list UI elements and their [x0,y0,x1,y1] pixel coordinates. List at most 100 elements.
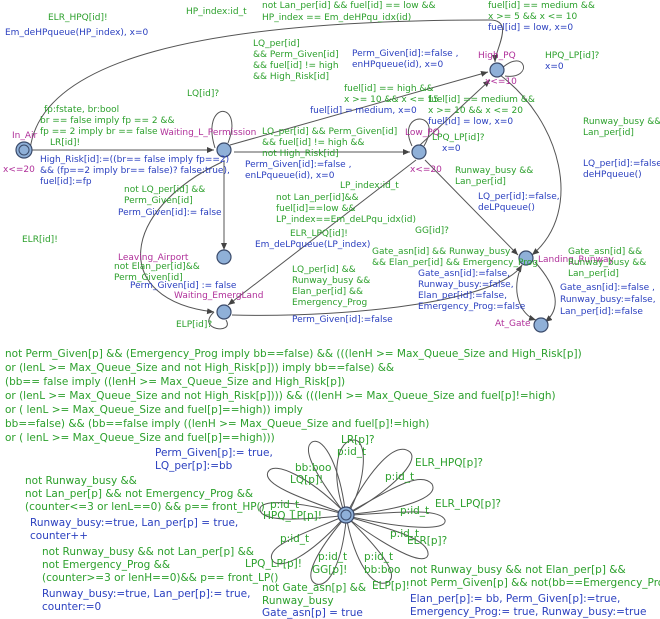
guard-label: not Emergency_Prog && [42,559,170,571]
edge-label: Runway_busy:=false, [418,280,514,290]
edge-label: && Perm_Given[id] [253,50,339,60]
loop-highpq [499,60,524,77]
guard-label: not Gate_asn[p] && [262,582,366,594]
edge-label: not High_Risk[id] [262,149,339,159]
edge-label: x >= 10 && x <= 20 [428,106,523,116]
top-label: x >= 5 && x <= 10 [488,12,577,22]
top-label: Em_deHPqueue(HP_index), x=0 [5,28,149,38]
edge-label: fp == 2 imply br == false [40,127,158,137]
edge-lowpq-landing [424,159,519,256]
guard-label: (counter<=3 or lenL==0) && p== front_HP(… [25,501,265,513]
edge-label: Gate_asn[id]:=false, [418,269,510,279]
high-pq-invariant: x<=10 [485,77,517,87]
sync-label: HPQ_LP[p]! [263,510,322,522]
edge-label: Elan_per[id]:=false, [418,291,507,301]
edge-label: Runway_busy && [455,166,533,176]
edge-label: Runway_busy && [292,276,370,286]
edge-label: deLPqueue() [478,203,535,213]
leaving-airport-label: Leaving_Airport [118,253,189,263]
locations [15,62,549,333]
update-label: Runway_busy:=true, Lan_per[p]:= true, [42,588,250,600]
top-label: not Lan_per[id] && fuel[id] == low && [262,1,436,11]
low-pq-label: Low_PQ [405,128,440,138]
sync-label: ELR[p]? [407,535,447,547]
select-label: p:id_t [318,551,347,563]
guard-label: not Runway_busy && not Elan_per[p] && [410,564,626,576]
edge-label: GG[id]? [415,226,449,236]
update-label: Runway_busy:=true, Lan_per[p] = true, [30,517,238,529]
guard-line: or (lenL >= Max_Queue_Size and not High_… [5,362,394,374]
controller-location [337,506,355,524]
waiting-emerg-land-label: Waiting_EmergLand [174,291,263,301]
top-label: ELR_HPQ[id]! [48,13,108,23]
controller-labels: Perm_Given[p]:= true, LQ_per[p]:=bb LR[p… [25,434,660,619]
edge-label: fuel[id] = low, x=0 [428,117,513,127]
top-label: fuel[id] == medium && [488,1,595,11]
guard-label: Runway_busy [262,595,334,607]
select-label: p:id_t [270,499,299,511]
edge-label: Emergency_Prog:=false [418,302,526,312]
edge-label: Perm_Given[id] [124,196,193,206]
edge-label: High_Risk[id]:=((br== false imply fp==2) [40,155,229,165]
location-at-gate [533,317,549,333]
update-label: Emergency_Prog:= true, Runway_busy:=true [410,606,646,618]
guard-label: not Runway_busy && not Lan_per[p] && [42,546,254,558]
update-label: counter:=0 [42,601,101,613]
edge-landing-gate-2 [534,261,556,323]
edge-label: not LQ_per[id] && [124,185,205,195]
edge-label: && Elan_per[id] && Emergency_Prog [372,258,538,268]
edge-label: fuel[id]:=fp [40,177,92,187]
edge-label: && fuel[id] != high [253,61,339,71]
edge-label: LP_index:id_t [340,181,399,191]
edge-label: fuel[id] == medium && [428,95,535,105]
edge-landing-gate [516,264,537,321]
edge-label: x >= 10 && x <= 15 [344,95,439,105]
location-in-air [15,141,33,159]
select-label: p:id_t [390,528,419,540]
guard-label: not Perm_Given[p] && not(bb==Emergency_P… [410,577,660,589]
select-label: bb:boo [295,462,331,474]
location-low-pq [411,144,427,160]
edge-label: ELP[id]? [176,320,212,330]
edge-label: LR[id]! [50,138,80,148]
landing-runway-label: Landing_Runway [538,255,614,265]
edge-waiting-highpq [229,71,489,146]
edge-label: LP_index==Em_deLPqu_idx(id) [276,215,416,225]
edge-label: && (fp==2 imply br== false)? false:true)… [40,166,230,176]
edge-lowpq-highpq [419,79,491,146]
location-high-pq [489,62,505,78]
edge-label: br == false imply fp == 2 && [40,116,174,126]
update-label: Gate_asn[p] = true [262,607,363,619]
edge-label: ELR_LPQ[id]! [290,229,348,239]
high-pq-label: High_PQ [478,51,516,61]
sync-label: LR[p]? [341,434,375,446]
loop-waiting [211,110,233,149]
update-label: LQ_per[p]:=bb [155,460,233,472]
update-label: Elan_per[p]:= bb, Perm_Given[p]:=true, [410,593,620,605]
edge-label: Perm_Given[id] [114,273,183,283]
edge-label: enLPqueue(id), x=0 [245,171,335,181]
location-leaving-airport [216,249,232,265]
guard-line: or ( lenL >= Max_Queue_Size and fuel[p]=… [5,404,303,416]
guard-line: (bb== false imply ((lenH >= Max_Queue_Si… [5,376,345,388]
edges [29,19,562,330]
edge-label: LQ_per[id] [253,39,300,49]
edge-label: deHPqueue() [583,170,642,180]
middle-guard: not Perm_Given[p] && (Emergency_Prog imp… [5,348,582,444]
low-pq-invariant: x<=20 [410,165,442,175]
edge-label: LQ_per[id] && Perm_Given[id] [262,127,397,137]
top-label: HP_index == Em_deHPqu_idx(id) [262,13,411,23]
guard-line: or (lenL >= Max_Queue_Size and not High_… [5,390,556,402]
edge-waiting-emerg [140,161,223,315]
location-waiting-emerg-land [216,304,232,320]
loop-lowpq [407,118,430,147]
edge-label: Em_deLPqueue(LP_index) [255,240,370,250]
guard-label: (counter>=3 or lenH==0)&& p== front_LP() [42,572,278,584]
loop-emerg [208,311,228,330]
location-waiting-l-permission [216,142,232,158]
edge-label: Runway_busy && [568,258,646,268]
edge-label: Lan_per[id] [568,269,619,279]
guard-label: not Runway_busy && [25,475,137,487]
guard-line: bb==false) && (bb==false imply ((lenH >=… [5,418,429,430]
edge-label: Perm_Given[id]:=false [292,315,393,325]
